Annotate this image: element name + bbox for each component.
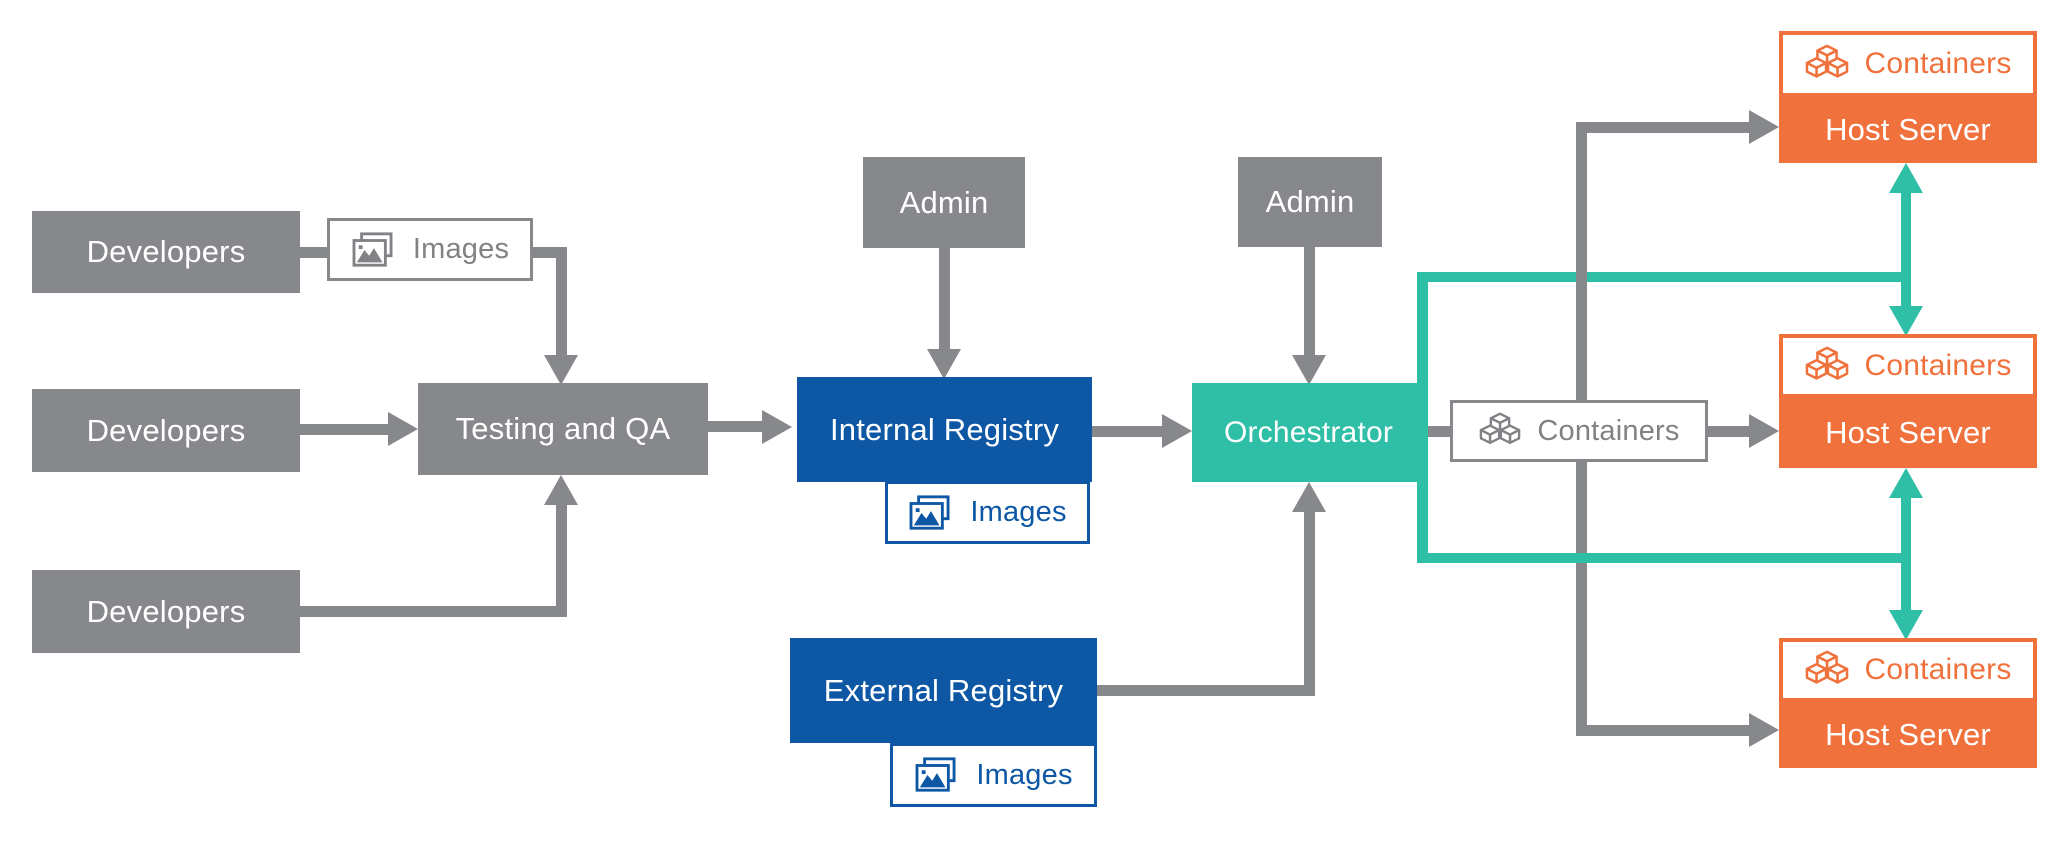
host3-server-label: Host Server bbox=[1825, 717, 1991, 752]
node-images-dev-label: Images bbox=[412, 233, 510, 265]
teal-arrowhead-host3 bbox=[1889, 610, 1923, 640]
host3-containers-label: Containers bbox=[1864, 653, 2012, 686]
node-developers-3-label: Developers bbox=[86, 593, 246, 629]
arrowhead-into-testing-top bbox=[544, 355, 578, 385]
node-images-external: Images bbox=[890, 743, 1097, 807]
node-images-internal-label: Images bbox=[970, 496, 1067, 528]
host3-containers: Containers bbox=[1779, 638, 2037, 702]
connector-admin2-down bbox=[1304, 247, 1315, 355]
teal-branch-down-host3 bbox=[1901, 563, 1911, 610]
teal-arrowhead-host2-top bbox=[1889, 306, 1923, 336]
connector-dev3-corner bbox=[300, 606, 567, 617]
arrowhead-into-orchestrator-bottom bbox=[1292, 482, 1326, 512]
node-images-dev: Images bbox=[327, 218, 533, 281]
node-internal-registry: Internal Registry bbox=[797, 377, 1092, 482]
teal-top-horizontal bbox=[1417, 272, 1911, 282]
teal-branch-down-host2 bbox=[1901, 282, 1911, 306]
teal-branch-up-host1 bbox=[1901, 193, 1911, 282]
teal-branch-up-host2 bbox=[1901, 496, 1911, 553]
host2-containers: Containers bbox=[1779, 334, 2037, 398]
node-developers-1: Developers bbox=[32, 211, 300, 293]
node-external-registry-label: External Registry bbox=[823, 672, 1064, 708]
arrowhead-into-orchestrator-left bbox=[1162, 414, 1192, 448]
connector-images-corner bbox=[533, 247, 567, 258]
node-containers-hub: Containers bbox=[1450, 400, 1708, 462]
arrowhead-into-testing-bottom bbox=[544, 475, 578, 505]
connector-containers-down bbox=[1576, 462, 1587, 736]
node-developers-1-label: Developers bbox=[86, 234, 246, 269]
arrowhead-into-host2 bbox=[1749, 414, 1779, 448]
node-admin-internal: Admin bbox=[863, 157, 1025, 248]
arrowhead-into-host3 bbox=[1749, 713, 1779, 747]
arrowhead-into-testing-left bbox=[388, 412, 418, 446]
node-images-external-label: Images bbox=[976, 758, 1073, 791]
images-icon bbox=[908, 494, 952, 532]
connector-containers-host2 bbox=[1708, 426, 1751, 437]
node-testing-qa: Testing and QA bbox=[418, 383, 708, 475]
host2-server-label: Host Server bbox=[1825, 415, 1991, 450]
host1-server-label: Host Server bbox=[1825, 112, 1991, 147]
node-admin-internal-label: Admin bbox=[899, 184, 989, 220]
cubes-icon bbox=[1804, 345, 1850, 387]
images-icon bbox=[914, 756, 958, 794]
node-images-internal: Images bbox=[885, 481, 1090, 544]
node-orchestrator: Orchestrator bbox=[1192, 383, 1425, 482]
host1-server: Host Server bbox=[1779, 97, 2037, 163]
connector-dev3-up bbox=[556, 503, 567, 613]
connector-containers-up bbox=[1576, 122, 1587, 402]
teal-bottom-horizontal bbox=[1417, 553, 1911, 563]
connector-internal-orchestrator bbox=[1092, 426, 1164, 437]
node-testing-qa-label: Testing and QA bbox=[455, 411, 671, 446]
host1-containers-label: Containers bbox=[1864, 47, 2012, 80]
arrowhead-into-host1 bbox=[1749, 110, 1779, 144]
connector-external-corner bbox=[1097, 685, 1315, 696]
connector-external-up bbox=[1304, 510, 1315, 696]
node-developers-2-label: Developers bbox=[86, 412, 246, 448]
node-developers-2: Developers bbox=[32, 389, 300, 472]
connector-orchestrator-containers bbox=[1425, 426, 1452, 437]
host2-containers-label: Containers bbox=[1864, 349, 2012, 382]
node-developers-3: Developers bbox=[32, 570, 300, 653]
images-icon bbox=[351, 231, 395, 269]
node-containers-hub-label: Containers bbox=[1537, 414, 1680, 447]
host2-server: Host Server bbox=[1779, 398, 2037, 468]
host1-containers: Containers bbox=[1779, 31, 2037, 97]
node-external-registry: External Registry bbox=[790, 638, 1097, 743]
cubes-icon bbox=[1804, 43, 1850, 85]
arrowhead-into-orchestrator-top bbox=[1292, 355, 1326, 385]
cubes-icon bbox=[1478, 411, 1522, 451]
connector-dev1-images bbox=[298, 247, 329, 258]
teal-arrowhead-host2-bottom bbox=[1889, 468, 1923, 498]
node-admin-orchestrator-label: Admin bbox=[1265, 184, 1355, 219]
connector-dev2-testing bbox=[300, 424, 390, 435]
node-orchestrator-label: Orchestrator bbox=[1223, 415, 1394, 449]
arrowhead-into-internal bbox=[762, 410, 792, 444]
host3-server: Host Server bbox=[1779, 702, 2037, 768]
connector-images-down bbox=[556, 247, 567, 357]
arrowhead-into-internal-top bbox=[927, 349, 961, 379]
node-admin-orchestrator: Admin bbox=[1238, 157, 1382, 247]
cubes-icon bbox=[1804, 649, 1850, 691]
teal-arrowhead-host1 bbox=[1889, 163, 1923, 193]
connector-admin1-down bbox=[939, 248, 950, 349]
connector-to-host3 bbox=[1576, 725, 1751, 736]
connector-testing-internal bbox=[708, 421, 764, 432]
connector-to-host1 bbox=[1576, 122, 1751, 133]
node-internal-registry-label: Internal Registry bbox=[829, 411, 1060, 447]
